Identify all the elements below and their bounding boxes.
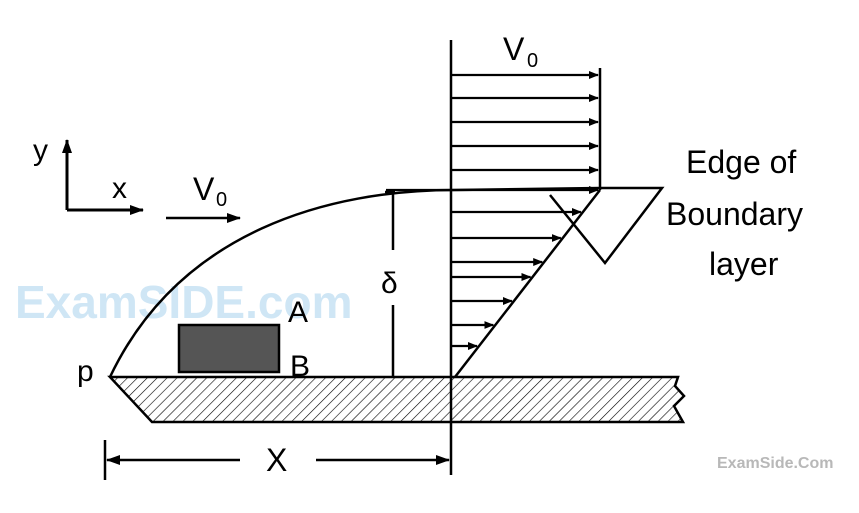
fluid-element-block bbox=[177, 323, 281, 374]
watermark-center: ExamSIDE.com bbox=[15, 276, 352, 328]
watermark-corner: ExamSide.Com bbox=[717, 455, 833, 472]
profile-v-subscript: 0 bbox=[527, 50, 538, 72]
point-b-label: B bbox=[290, 350, 310, 383]
distance-label: X bbox=[266, 442, 287, 478]
coordinate-axes: y x bbox=[33, 134, 144, 215]
profile-v-label: V bbox=[503, 31, 525, 67]
freestream-v-subscript: 0 bbox=[216, 189, 227, 211]
edge-leader-wedge bbox=[549, 186, 665, 266]
flat-plate bbox=[107, 375, 686, 424]
point-a-label: A bbox=[288, 296, 308, 329]
plate-outline bbox=[107, 375, 686, 424]
edge-label: Edge of Boundary layer bbox=[666, 144, 812, 282]
velocity-profile: V 0 bbox=[386, 31, 602, 475]
edge-label-line1: Edge of bbox=[686, 144, 796, 180]
thickness-label: δ bbox=[381, 267, 398, 300]
thickness-marker: δ bbox=[381, 190, 398, 377]
leading-edge-label: p bbox=[77, 355, 94, 388]
freestream-velocity: V 0 bbox=[166, 171, 241, 223]
profile-linear-line bbox=[454, 189, 601, 378]
edge-label-line3: layer bbox=[709, 246, 779, 282]
edge-label-line2: Boundary bbox=[666, 196, 803, 232]
distance-dimension: X bbox=[103, 440, 450, 480]
boundary-layer-edge-curve bbox=[108, 186, 601, 378]
y-axis-label: y bbox=[33, 134, 48, 167]
freestream-v-label: V bbox=[193, 171, 215, 207]
x-axis-label: x bbox=[112, 172, 127, 205]
profile-arrows bbox=[386, 71, 599, 350]
plate-hatching bbox=[110, 377, 684, 422]
